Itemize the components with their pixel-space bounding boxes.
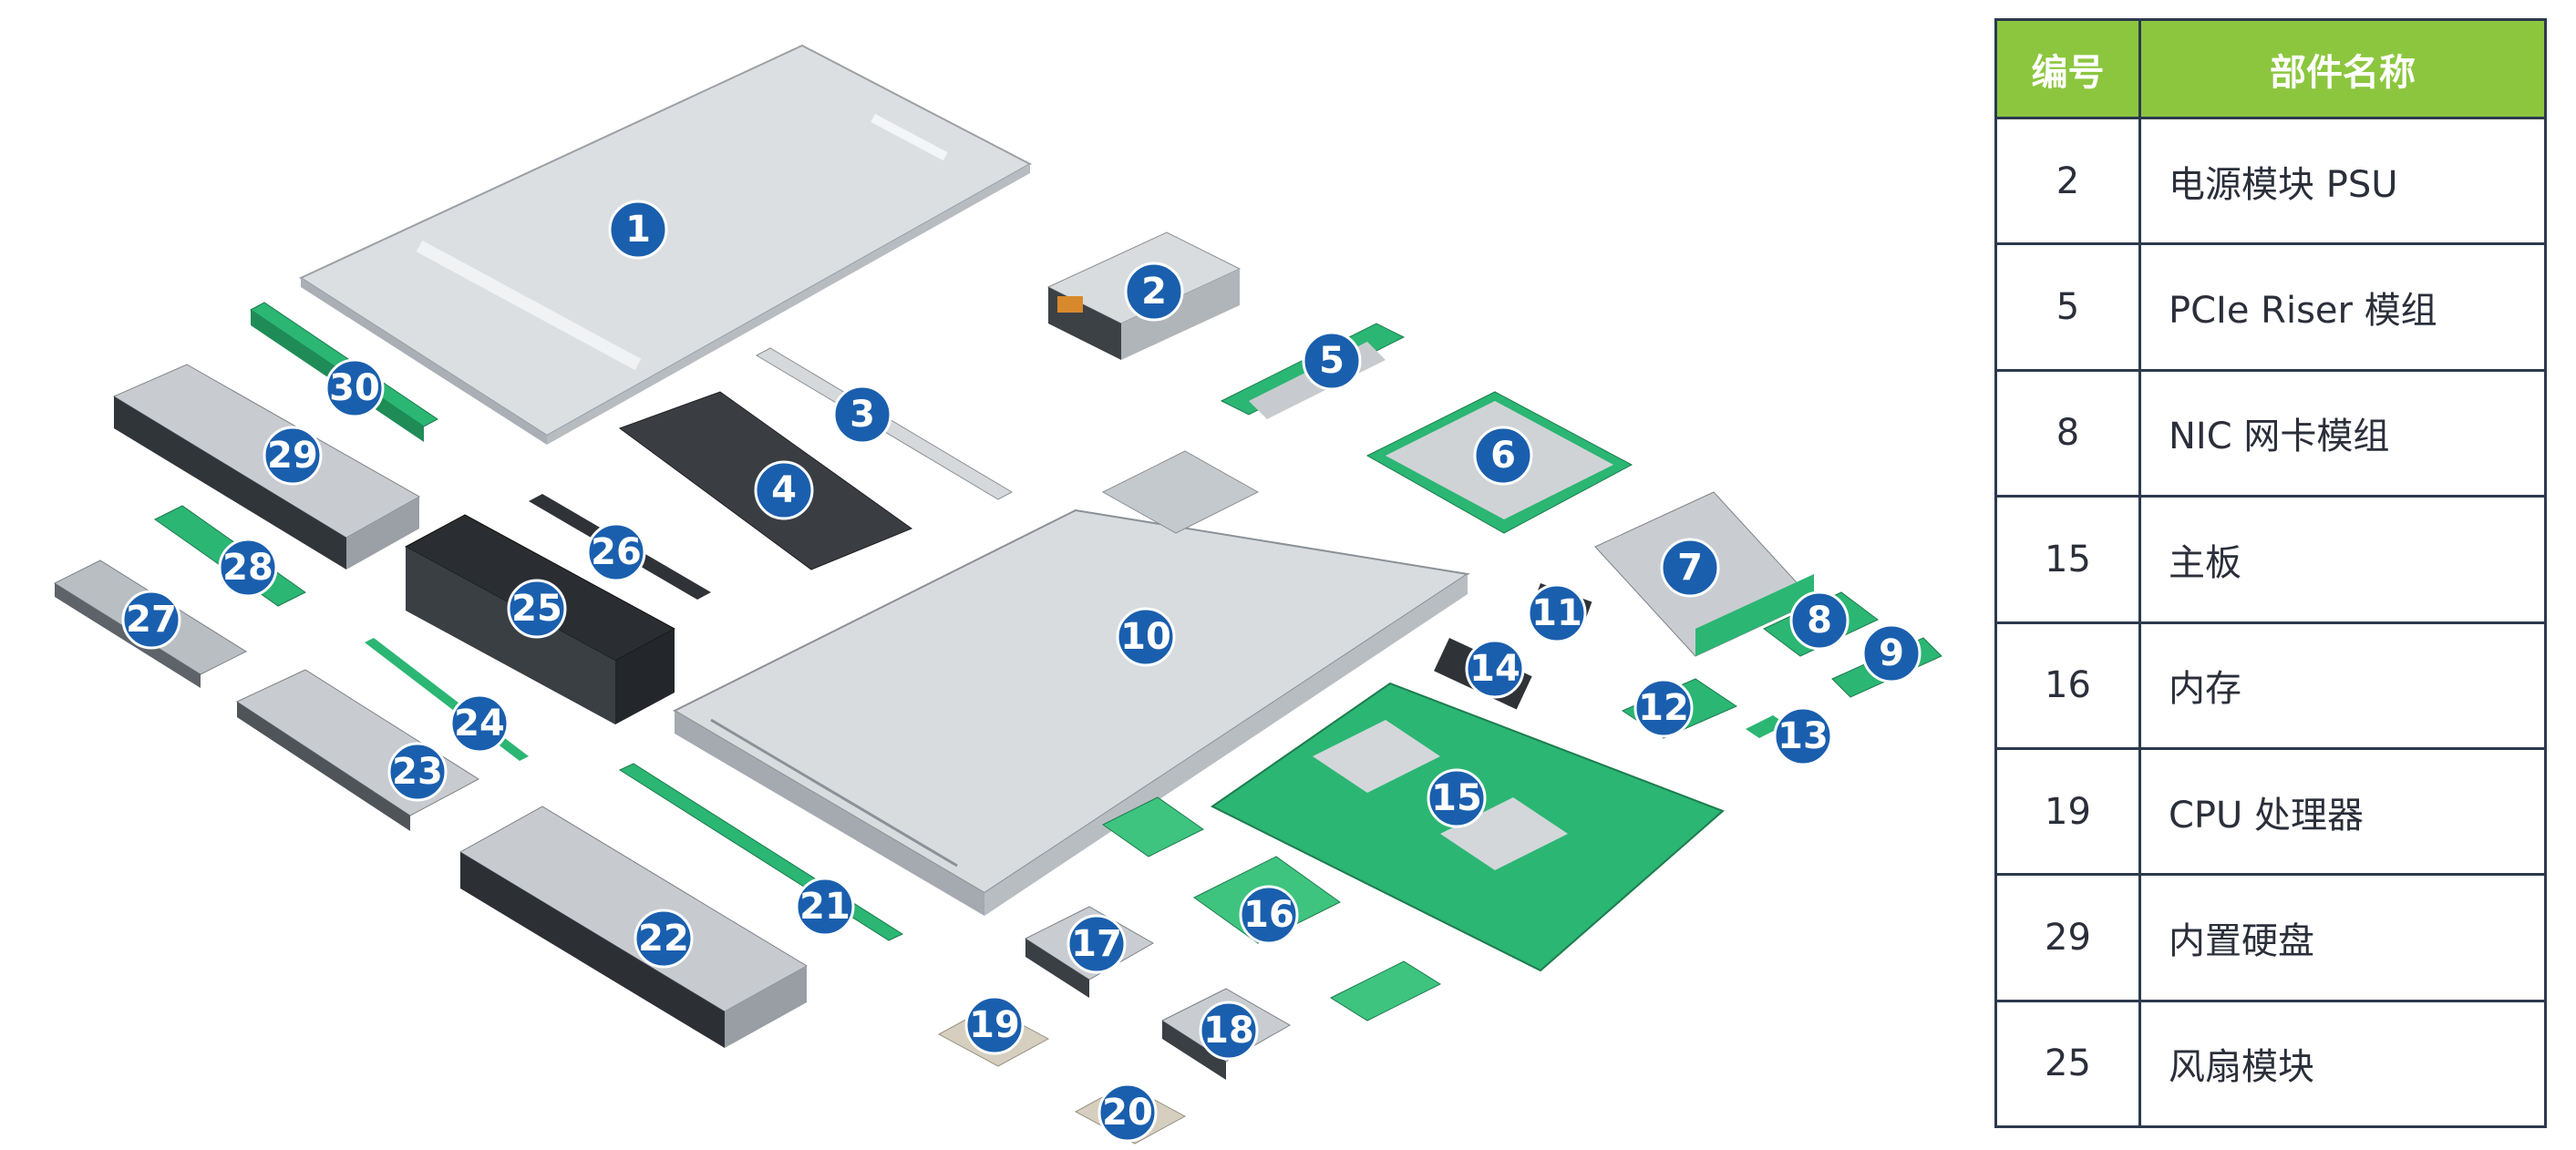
svg-text:11: 11 [1531,592,1582,634]
callout-badge-1: 1 [608,200,668,260]
callout-badge-13: 13 [1773,706,1833,766]
svg-text:3: 3 [850,394,875,436]
svg-text:8: 8 [1807,600,1832,642]
table-row: 16 内存 [1994,621,2547,750]
svg-text:28: 28 [222,547,273,589]
part-name: 主板 [2138,495,2547,624]
svg-text:13: 13 [1777,715,1829,757]
callout-badge-24: 24 [449,693,510,754]
callout-badge-23: 23 [387,742,448,802]
callout-badge-28: 28 [218,538,278,598]
callout-badge-26: 26 [586,522,646,582]
part-name: PCIe Riser 模组 [2138,242,2547,372]
svg-text:18: 18 [1203,1010,1254,1052]
part-name: 风扇模块 [2138,999,2547,1129]
svg-text:21: 21 [799,886,850,928]
part-number: 2 [1994,116,2141,246]
callout-badge-29: 29 [263,426,323,486]
callout-badge-30: 30 [325,358,385,418]
table-row: 5 PCIe Riser 模组 [1994,242,2547,372]
parts-table: 编号 部件名称 2 电源模块 PSU 5 PCIe Riser 模组 8 NIC… [1994,18,2547,1129]
svg-text:20: 20 [1102,1092,1153,1134]
card-13-part [1746,715,1787,738]
callout-badge-20: 20 [1097,1083,1158,1143]
svg-text:9: 9 [1879,632,1904,674]
callout-badge-5: 5 [1302,331,1362,391]
table-row: 29 内置硬盘 [1994,873,2547,1002]
svg-text:29: 29 [267,435,318,477]
svg-text:2: 2 [1141,271,1167,313]
part-number: 15 [1994,495,2141,624]
callout-badge-21: 21 [795,877,855,937]
svg-text:16: 16 [1243,894,1294,936]
part-number: 19 [1994,746,2141,877]
top-cover-part [298,44,1033,445]
svg-text:17: 17 [1071,923,1122,965]
callout-badge-6: 6 [1473,426,1533,486]
part-name: 内置硬盘 [2138,873,2547,1002]
callout-badge-17: 17 [1066,914,1127,974]
callout-badge-15: 15 [1427,768,1487,828]
callout-badge-19: 19 [964,995,1025,1055]
callout-badge-9: 9 [1861,623,1922,683]
part-number: 5 [1994,242,2141,372]
part-number: 16 [1994,621,2141,750]
front-drives-part [459,806,808,1048]
svg-text:5: 5 [1319,340,1345,382]
callout-badge-11: 11 [1527,583,1587,643]
part-number: 25 [1994,999,2141,1129]
svg-text:15: 15 [1431,777,1482,819]
part-number: 29 [1994,873,2141,1002]
chassis-part [672,450,1470,916]
callout-badge-27: 27 [121,590,181,650]
svg-text:24: 24 [454,703,505,744]
callout-badge-7: 7 [1660,538,1720,598]
table-row: 25 风扇模块 [1994,999,2547,1129]
callout-badge-2: 2 [1124,262,1184,322]
callout-badge-14: 14 [1465,639,1525,699]
header-part-name: 部件名称 [2138,18,2547,119]
callout-badge-4: 4 [754,460,814,520]
server-exploded-view-diagram: 1 2 3 4 5 6 7 8 9 10 11 12 13 14 15 16 1… [53,44,1942,1145]
svg-text:19: 19 [969,1004,1020,1046]
svg-text:30: 30 [329,367,380,409]
svg-text:10: 10 [1120,616,1171,658]
svg-text:22: 22 [638,918,689,960]
part-number: 8 [1994,368,2141,498]
callout-badge-10: 10 [1116,607,1176,667]
svg-text:6: 6 [1490,435,1516,477]
callout-badge-25: 25 [507,579,567,639]
table-row: 8 NIC 网卡模组 [1994,368,2547,498]
svg-text:25: 25 [511,588,562,630]
svg-text:4: 4 [771,469,797,511]
table-row: 15 主板 [1994,495,2547,624]
header-number: 编号 [1994,18,2141,119]
part-name: NIC 网卡模组 [2138,368,2547,498]
part-name: 内存 [2138,621,2547,750]
table-row: 2 电源模块 PSU [1994,116,2547,246]
part-name: CPU 处理器 [2138,746,2547,877]
callout-badge-18: 18 [1199,1001,1259,1061]
table-header-row: 编号 部件名称 [1994,18,2547,119]
callout-badge-3: 3 [832,385,892,445]
callout-badge-16: 16 [1239,885,1299,945]
callout-badge-8: 8 [1789,590,1850,651]
callout-badge-12: 12 [1633,678,1694,738]
svg-text:14: 14 [1469,648,1520,690]
svg-text:1: 1 [625,209,651,251]
svg-text:26: 26 [591,531,642,573]
svg-text:12: 12 [1638,687,1689,729]
svg-text:27: 27 [126,599,177,641]
svg-text:7: 7 [1677,547,1703,589]
part-name: 电源模块 PSU [2138,116,2547,246]
motherboard-part [1211,682,1725,972]
table-row: 19 CPU 处理器 [1994,746,2547,877]
svg-text:23: 23 [392,751,443,793]
callout-badge-22: 22 [634,909,694,969]
